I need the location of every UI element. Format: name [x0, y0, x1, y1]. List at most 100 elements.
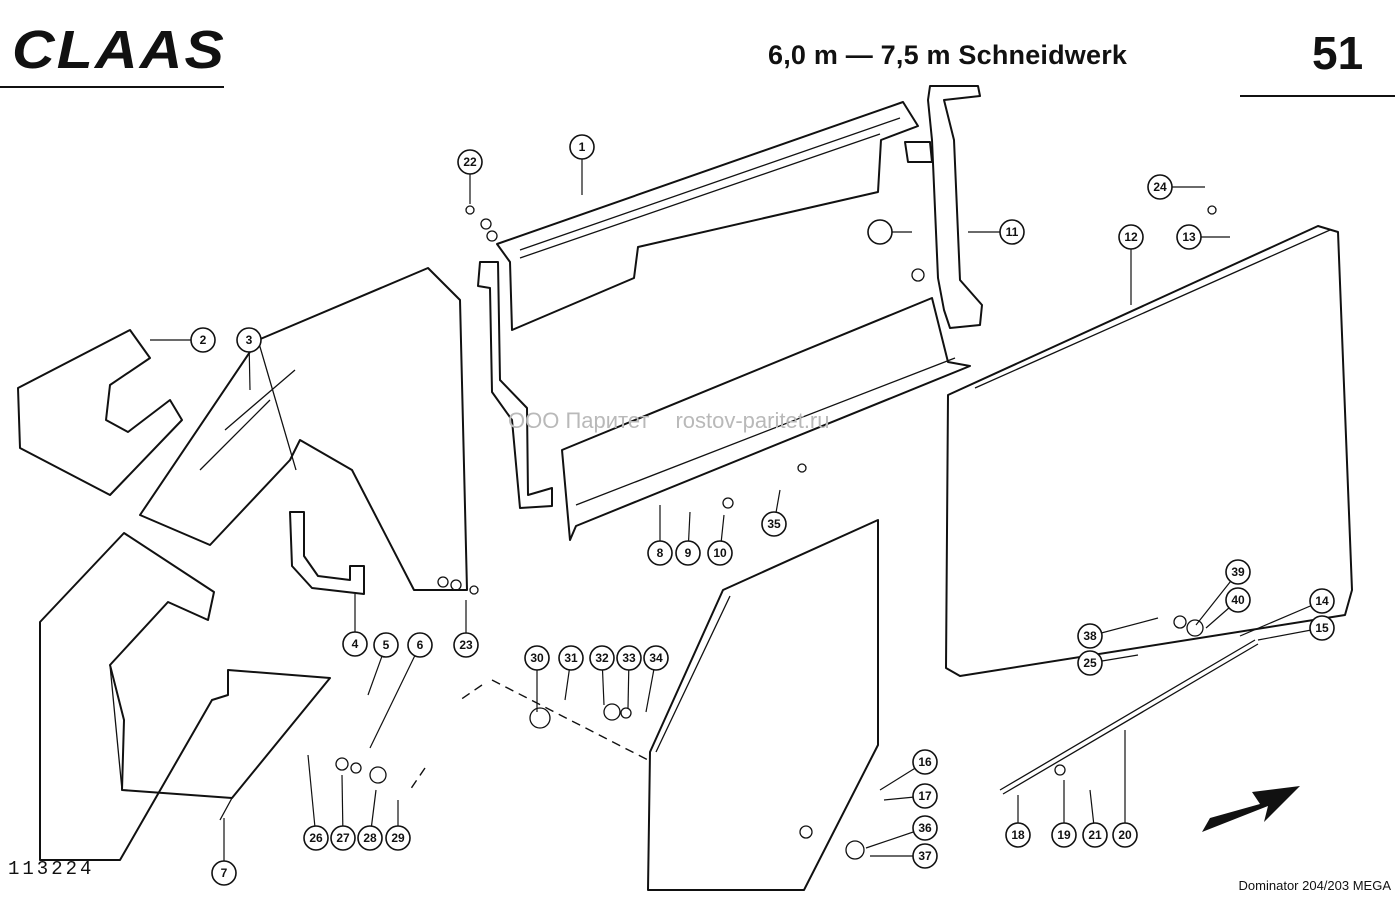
part-lower-hood	[39, 532, 331, 861]
callout-25: 25	[1077, 650, 1103, 676]
document-number: 113224	[8, 858, 95, 880]
callout-label-31: 31	[564, 651, 578, 665]
callout-label-6: 6	[417, 638, 424, 652]
callout-label-37: 37	[918, 849, 932, 863]
part-vertical-strut	[927, 85, 983, 329]
callout-32: 32	[589, 645, 615, 671]
callout-40: 40	[1225, 587, 1251, 613]
callout-16: 16	[912, 749, 938, 775]
callout-3: 3	[236, 327, 262, 353]
part-front-panel	[647, 519, 879, 891]
callout-label-38: 38	[1083, 629, 1097, 643]
callout-label-18: 18	[1011, 828, 1025, 842]
callout-label-23: 23	[459, 638, 473, 652]
callout-label-16: 16	[918, 755, 932, 769]
direction-arrow	[1202, 786, 1300, 832]
watermark-site: rostov-paritet.ru	[675, 408, 830, 433]
callout-27: 27	[330, 825, 356, 851]
callout-36: 36	[912, 815, 938, 841]
callout-label-21: 21	[1088, 828, 1102, 842]
callout-leader-14	[1239, 600, 1323, 637]
callout-15: 15	[1309, 615, 1335, 641]
part-rail-bracket	[477, 261, 553, 509]
callout-label-39: 39	[1231, 565, 1245, 579]
callout-5: 5	[373, 632, 399, 658]
callout-label-28: 28	[363, 831, 377, 845]
callout-29: 29	[385, 825, 411, 851]
callout-label-15: 15	[1315, 621, 1329, 635]
callout-24: 24	[1147, 174, 1173, 200]
callout-8: 8	[647, 540, 673, 566]
callout-label-33: 33	[622, 651, 636, 665]
callout-label-1: 1	[579, 140, 586, 154]
callout-label-27: 27	[336, 831, 350, 845]
callout-35: 35	[761, 511, 787, 537]
callout-label-4: 4	[352, 637, 359, 651]
callout-14: 14	[1309, 588, 1335, 614]
watermark: ООО Паритет rostov-paritet.ru	[508, 408, 830, 434]
callout-label-5: 5	[383, 638, 390, 652]
callout-33: 33	[616, 645, 642, 671]
callout-10: 10	[707, 540, 733, 566]
callout-label-40: 40	[1231, 593, 1245, 607]
callout-12: 12	[1118, 224, 1144, 250]
callout-2: 2	[190, 327, 216, 353]
callout-label-14: 14	[1315, 594, 1329, 608]
part-u-bracket	[289, 511, 365, 595]
callout-label-9: 9	[685, 546, 692, 560]
callout-label-35: 35	[767, 517, 781, 531]
callout-label-17: 17	[918, 789, 932, 803]
callout-11: 11	[999, 219, 1025, 245]
machine-model: Dominator 204/203 MEGA	[1238, 878, 1391, 893]
callout-label-3: 3	[246, 333, 253, 347]
hardware-fasteners	[335, 205, 1217, 860]
callout-label-36: 36	[918, 821, 932, 835]
callout-20: 20	[1112, 822, 1138, 848]
callout-31: 31	[558, 645, 584, 671]
callout-21: 21	[1082, 822, 1108, 848]
callout-17: 17	[912, 783, 938, 809]
part-top-rail	[496, 101, 919, 331]
callout-label-2: 2	[200, 333, 207, 347]
callout-1: 1	[569, 134, 595, 160]
callout-9: 9	[675, 540, 701, 566]
callout-label-24: 24	[1153, 180, 1167, 194]
callout-label-8: 8	[657, 546, 664, 560]
part-rod	[999, 639, 1259, 795]
page-title: 6,0 m — 7,5 m Schneidwerk	[768, 40, 1128, 70]
callout-39: 39	[1225, 559, 1251, 585]
callout-leader-6	[369, 644, 421, 749]
callout-label-10: 10	[713, 546, 727, 560]
callout-30: 30	[524, 645, 550, 671]
callout-28: 28	[357, 825, 383, 851]
callout-label-32: 32	[595, 651, 609, 665]
callout-13: 13	[1176, 224, 1202, 250]
callout-label-13: 13	[1182, 230, 1196, 244]
callout-label-12: 12	[1124, 230, 1138, 244]
callout-26: 26	[303, 825, 329, 851]
part-lower-rail	[561, 297, 971, 541]
callout-label-7: 7	[221, 866, 228, 880]
callout-undefined	[867, 219, 893, 245]
watermark-company: ООО Паритет	[508, 408, 650, 433]
callout-23: 23	[453, 632, 479, 658]
part-side-panel-right	[945, 225, 1353, 677]
callout-label-29: 29	[391, 831, 405, 845]
header-rule-left	[0, 86, 224, 88]
callout-label-11: 11	[1006, 225, 1019, 239]
callout-22: 22	[457, 149, 483, 175]
page-number: 51	[1312, 27, 1364, 79]
callout-label-25: 25	[1083, 656, 1097, 670]
callout-7: 7	[211, 860, 237, 886]
header-rule-right	[1240, 95, 1395, 97]
callout-34: 34	[643, 645, 669, 671]
part-cover-hood	[139, 267, 468, 591]
callout-label-30: 30	[530, 651, 544, 665]
part-curved-sheet	[17, 329, 183, 496]
callout-6: 6	[407, 632, 433, 658]
svg-text:CLAAS: CLAAS	[12, 20, 226, 76]
callout-label-20: 20	[1118, 828, 1132, 842]
callout-label-19: 19	[1057, 828, 1071, 842]
